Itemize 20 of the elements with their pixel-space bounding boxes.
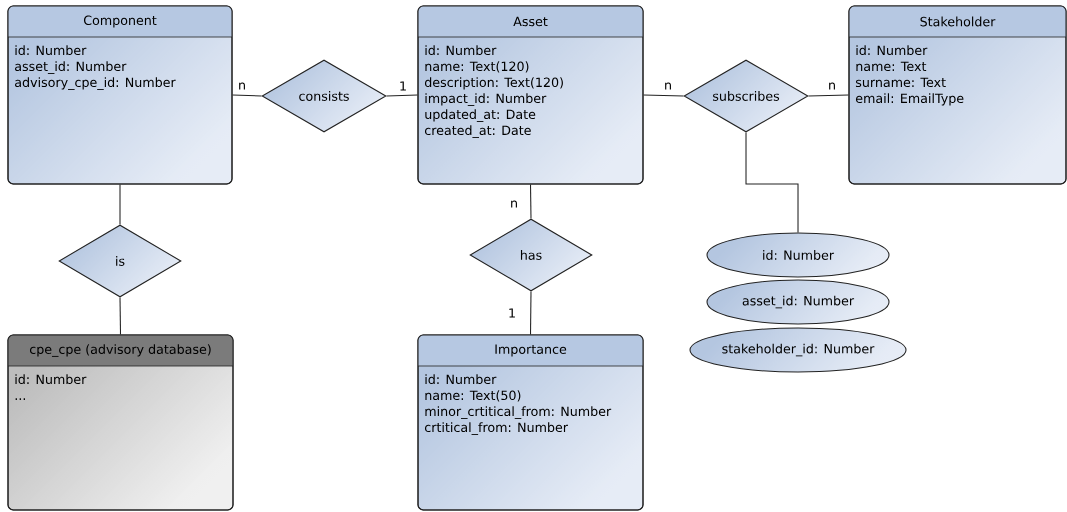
connector-line bbox=[529, 291, 532, 335]
entity-box: Component id: Number asset_id: Number advisory_cpe_id: Number bbox=[7, 5, 233, 185]
entity-box: Stakeholder id: Number name: Text surname: Text email: EmailType bbox=[848, 5, 1067, 185]
cardinality-label: n bbox=[236, 81, 248, 91]
connector-line bbox=[643, 94, 684, 97]
connector-line bbox=[808, 94, 849, 97]
connector-line bbox=[529, 184, 532, 219]
entity-box: Importance id: Number name: Text(50) minor_crtitical_from: Number crtitical_from: Number bbox=[417, 334, 644, 511]
cardinality-label: n bbox=[826, 81, 838, 91]
connector-line bbox=[119, 184, 121, 225]
connector-line bbox=[745, 132, 799, 233]
entity-box: Asset id: Number name: Text(120) description: Text(120) impact_id: Number updated_at: Date created_at: Date bbox=[417, 5, 644, 185]
connector-line bbox=[119, 297, 122, 335]
cardinality-label: 1 bbox=[506, 307, 518, 319]
connector-line bbox=[386, 94, 418, 97]
cardinality-label: n bbox=[662, 81, 674, 91]
cardinality-label: 1 bbox=[397, 80, 409, 92]
entity-box: cpe_cpe (advisory database) id: Number ... bbox=[7, 334, 234, 511]
connector-line bbox=[232, 94, 262, 97]
cardinality-label: n bbox=[508, 199, 520, 209]
